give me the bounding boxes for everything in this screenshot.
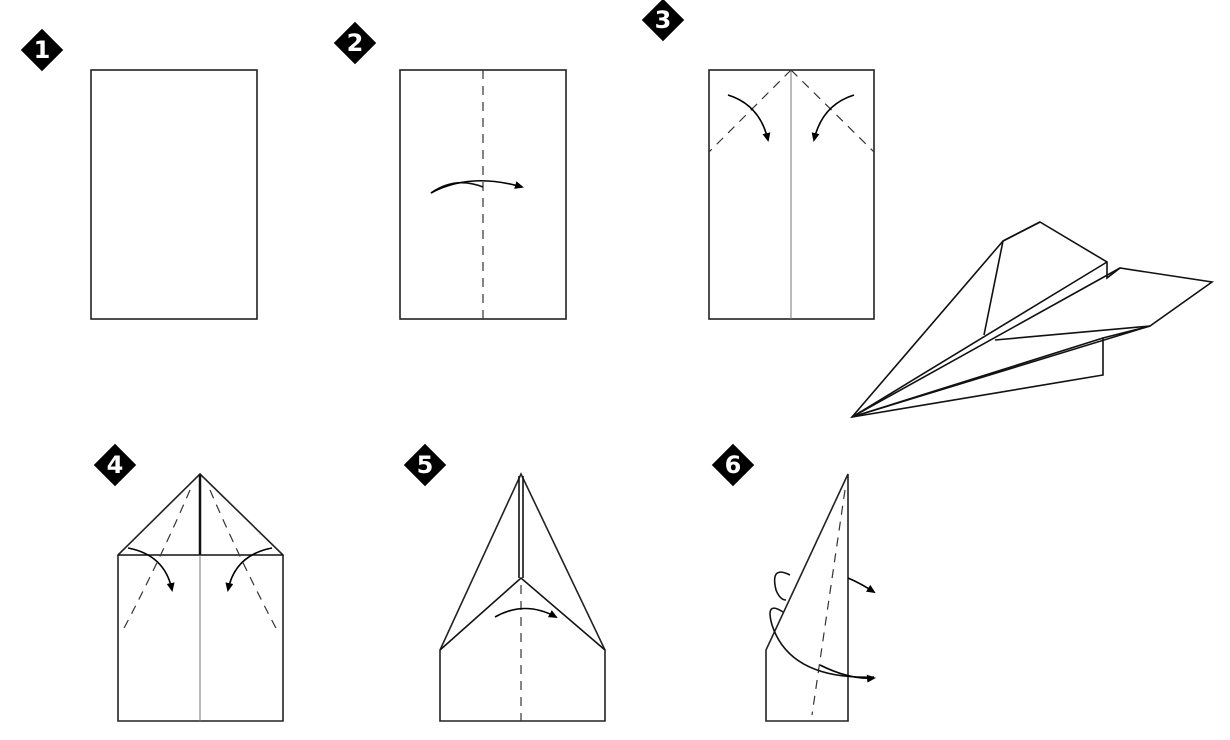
fold-arrow-right-icon	[225, 547, 273, 592]
fold-arrow-icon	[494, 607, 558, 618]
step-badge: 3	[641, 0, 685, 42]
step-3: 3	[641, 0, 875, 320]
right-fold-line	[790, 69, 875, 153]
fold-arrow-icon	[430, 179, 524, 194]
step-number: 4	[107, 451, 124, 479]
step-badge: 6	[711, 443, 755, 487]
step-badge: 2	[333, 21, 377, 65]
fold-arrow-left-icon	[727, 94, 771, 142]
step-1: 1	[20, 28, 258, 320]
step-badge: 4	[93, 443, 137, 487]
step-number: 2	[347, 29, 364, 57]
left-fold-line	[121, 489, 191, 633]
fold-arrow-right-icon	[811, 94, 855, 142]
step-number: 1	[34, 36, 51, 64]
step-5: 5	[403, 443, 606, 722]
finished-paper-airplane	[849, 221, 1215, 419]
wing-fold-line	[811, 489, 846, 716]
step-number: 3	[655, 6, 672, 34]
step-badge: 1	[20, 28, 64, 72]
fold-arrow-bottom-icon	[819, 664, 876, 683]
fold-arrow-top-icon	[847, 577, 876, 594]
right-fold-line	[209, 489, 279, 633]
step-number: 6	[725, 451, 742, 479]
left-fold-line	[708, 69, 792, 153]
folded-sheet	[439, 472, 606, 722]
folded-sheet	[765, 473, 849, 722]
step-4: 4	[93, 443, 284, 722]
step-badge: 5	[403, 443, 447, 487]
step-6: 6	[711, 443, 876, 722]
step-2: 2	[333, 21, 567, 320]
paper-sheet	[90, 69, 258, 320]
fold-arrow-left-icon	[127, 547, 175, 592]
paper-sheet	[399, 69, 567, 320]
step-number: 5	[417, 451, 434, 479]
